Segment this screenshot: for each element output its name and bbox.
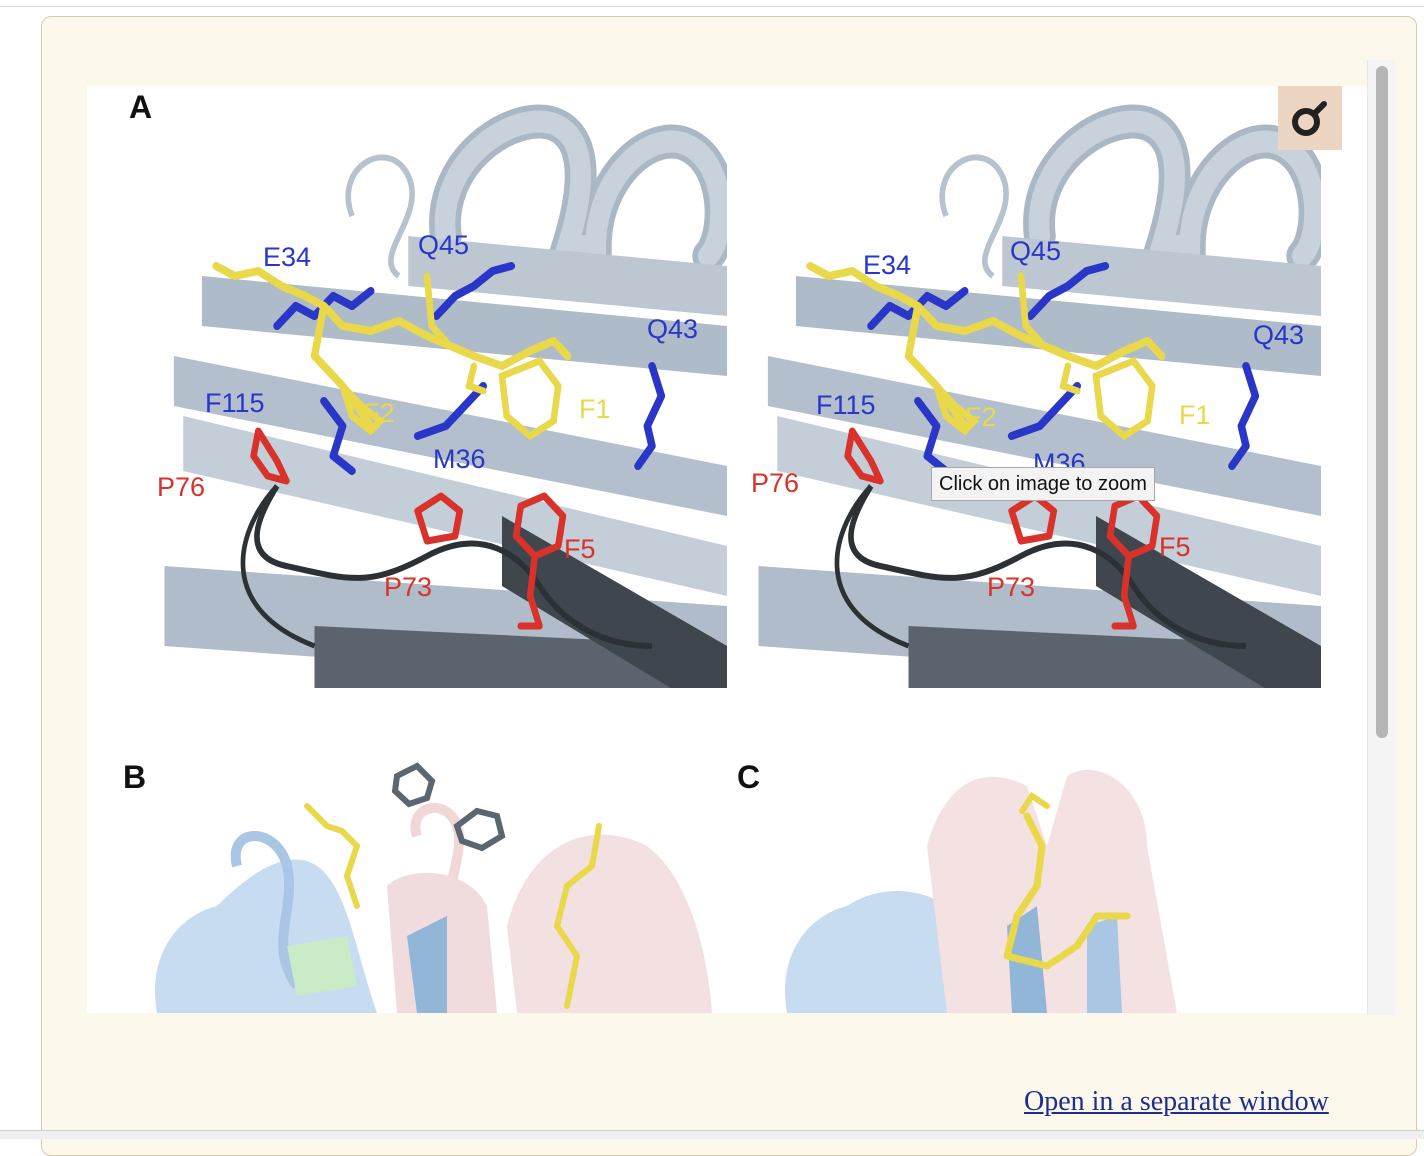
label-f115-left: F115: [205, 388, 265, 418]
label-p73-right: P73: [987, 572, 1035, 602]
label-q43-right: Q43: [1253, 320, 1304, 350]
panel-letter-b: B: [123, 759, 146, 795]
label-q43-left: Q43: [647, 314, 698, 344]
label-q45-left: Q45: [418, 230, 469, 260]
label-f1-left: F1: [579, 394, 611, 424]
top-divider: [0, 6, 1424, 7]
label-f2-left: F2: [363, 398, 395, 428]
open-in-separate-window-link[interactable]: Open in a separate window: [1024, 1086, 1329, 1117]
zoom-tooltip: Click on image to zoom: [931, 467, 1155, 501]
zoom-button[interactable]: [1278, 86, 1342, 150]
panel-letter-a: A: [129, 89, 152, 125]
label-p76-right: P76: [751, 468, 799, 498]
label-f5-left: F5: [564, 534, 596, 564]
figure-svg[interactable]: A E34 Q45 Q43 F115 M36 F2 F1 P76 P73 F5 …: [87, 86, 1395, 1013]
label-m36-left: M36: [433, 444, 486, 474]
label-f115-right: F115: [816, 390, 876, 420]
label-e34-right: E34: [863, 250, 911, 280]
panel-b-structure: [155, 762, 712, 1013]
bottom-divider: [0, 1130, 1424, 1139]
magnifier-icon: [1292, 101, 1327, 136]
panel-letter-c: C: [737, 759, 760, 795]
scrollbar-thumb[interactable]: [1376, 66, 1388, 738]
label-f1-right: F1: [1179, 400, 1211, 430]
vertical-scrollbar[interactable]: [1367, 60, 1395, 1015]
panel-c-structure: [785, 769, 1177, 1013]
label-p73-left: P73: [384, 572, 432, 602]
label-q45-right: Q45: [1010, 236, 1061, 266]
label-e34-left: E34: [263, 242, 311, 272]
figure-image[interactable]: A E34 Q45 Q43 F115 M36 F2 F1 P76 P73 F5 …: [87, 86, 1395, 1013]
label-f2-right: F2: [965, 402, 997, 432]
label-f5-right: F5: [1159, 532, 1191, 562]
label-p76-left: P76: [157, 472, 205, 502]
